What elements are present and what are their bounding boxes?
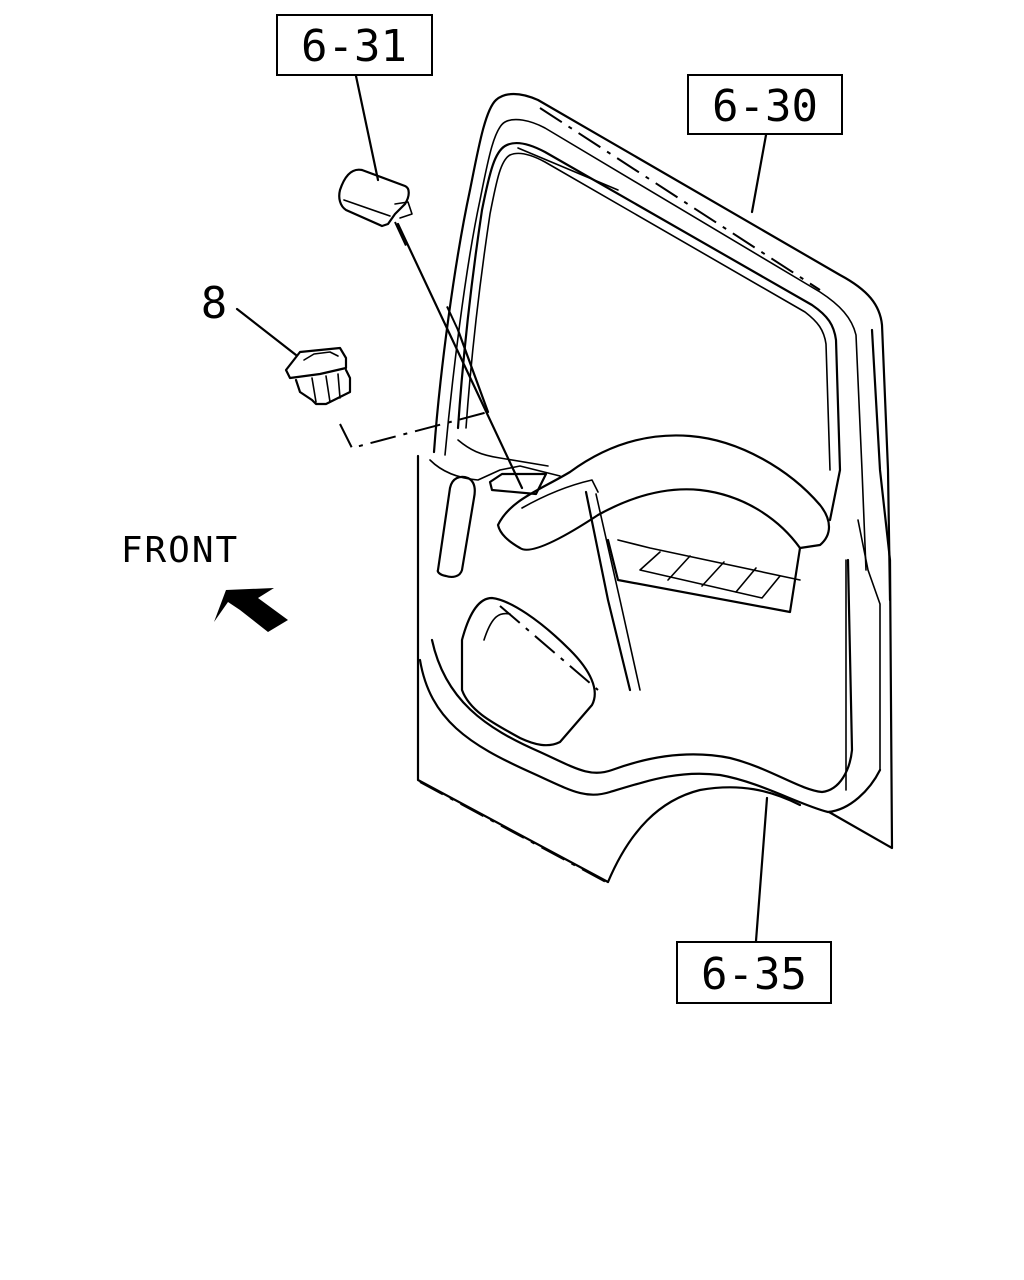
- assembly-line-6-31: [396, 222, 524, 490]
- reference-box-6-30: 6-30: [687, 74, 843, 135]
- leader-line-6-35: [754, 796, 769, 943]
- part-6-31-cap: [338, 168, 413, 228]
- reference-label-6-35: 6-35: [701, 949, 807, 1000]
- door-trim-panel: [416, 92, 894, 884]
- reference-label-6-31: 6-31: [301, 21, 407, 72]
- leader-line-6-30: [750, 133, 768, 214]
- reference-label-6-30: 6-30: [712, 81, 818, 132]
- assembly-line-8-extension: [456, 328, 490, 414]
- assembly-line-8: [339, 411, 489, 450]
- leader-line-6-31: [354, 74, 380, 182]
- front-label: FRONT: [121, 530, 239, 571]
- reference-box-6-35: 6-35: [676, 941, 832, 1004]
- callout-label-8: 8: [201, 278, 228, 329]
- reference-box-6-31: 6-31: [276, 14, 433, 76]
- leader-line-8: [235, 307, 298, 357]
- part-8-switch: [284, 346, 352, 406]
- front-arrow-icon: [214, 588, 288, 632]
